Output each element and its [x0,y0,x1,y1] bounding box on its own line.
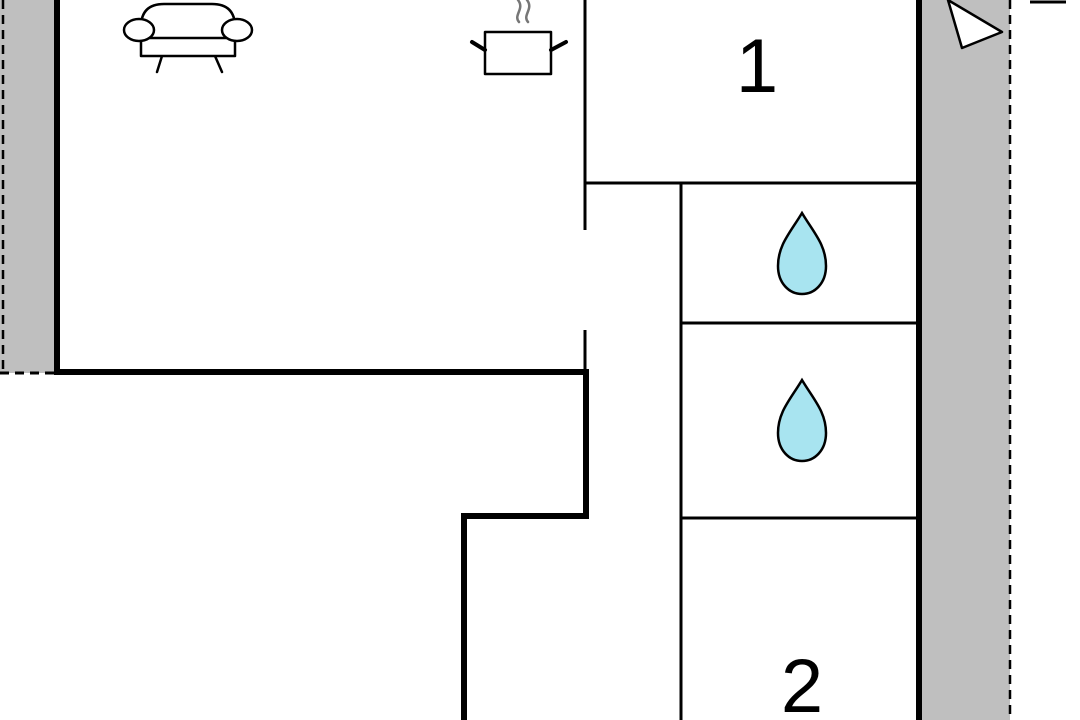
left-terrace [0,0,57,373]
cooking-pot-icon [470,0,568,76]
room-number-1: 1 [736,24,778,109]
left-outer-wall [54,0,589,720]
water-drop-icon-lower [776,377,828,463]
outdoor-areas [0,0,1012,720]
sofa-icon [122,2,254,74]
exterior-walls [54,0,922,720]
door-swing-icon [946,0,1004,50]
water-drop-icon-upper [776,210,828,296]
right-terrace [919,0,1010,720]
room-number-2: 2 [781,644,823,720]
interior-walls [583,0,919,720]
